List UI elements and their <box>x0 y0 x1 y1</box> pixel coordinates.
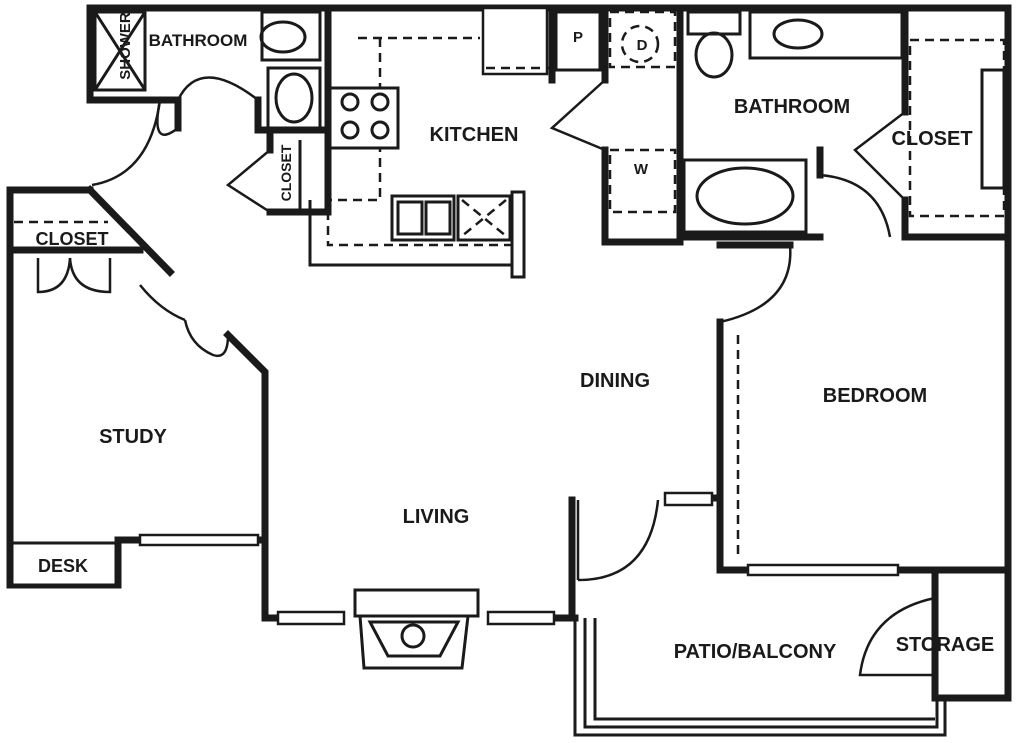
label-dining: DINING <box>580 370 650 392</box>
label-desk: DESK <box>38 556 88 576</box>
fireplace <box>353 588 480 670</box>
label-shower: SHOWER <box>117 12 134 80</box>
closet-shelves <box>14 140 740 560</box>
patio-railing <box>573 618 947 737</box>
label-closet-study: CLOSET <box>35 229 108 249</box>
label-storage: STORAGE <box>896 634 995 656</box>
label-closet-hall: CLOSET <box>278 144 294 201</box>
storage-door <box>858 596 936 677</box>
windows <box>138 6 900 626</box>
room-labels: SHOWER BATHROOM KITCHEN P D W BATHROOM C… <box>35 12 994 663</box>
walls <box>6 4 1012 702</box>
bathroom-2-fixtures <box>682 10 1006 234</box>
bathroom-1-fixtures <box>93 10 322 130</box>
label-kitchen: KITCHEN <box>430 124 519 146</box>
kitchen-counters <box>308 36 550 279</box>
label-bathroom-2: BATHROOM <box>734 96 850 118</box>
label-washer: W <box>634 161 649 178</box>
laundry <box>554 10 677 214</box>
desk-counter <box>10 541 118 587</box>
label-closet-bath: CLOSET <box>891 128 972 150</box>
label-patio-balcony: PATIO/BALCONY <box>674 641 837 663</box>
label-dryer: D <box>637 37 648 54</box>
label-bathroom-1: BATHROOM <box>149 31 248 50</box>
doors <box>36 76 906 582</box>
label-study: STUDY <box>99 426 167 448</box>
label-bedroom: BEDROOM <box>823 385 927 407</box>
label-living: LIVING <box>403 506 470 528</box>
label-pantry: P <box>573 29 583 46</box>
